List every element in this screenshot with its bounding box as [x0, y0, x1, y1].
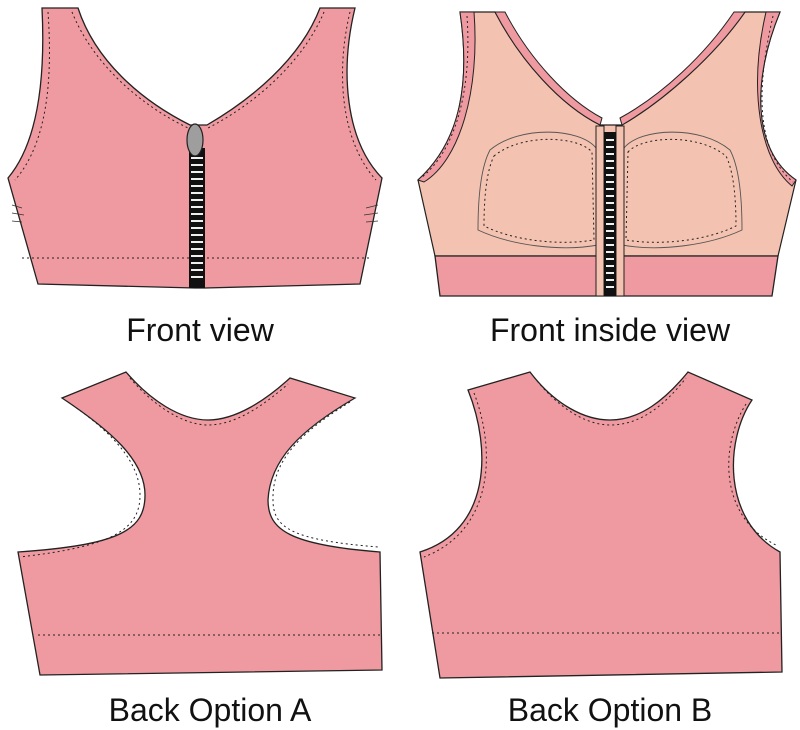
inside-neck-stitch-right	[761, 15, 794, 183]
left-cup-pad	[477, 131, 599, 249]
right-neck-binding	[757, 11, 797, 187]
front-inside-view-caption: Front inside view	[489, 312, 731, 348]
right-cup-stitch	[625, 138, 737, 243]
front-view-caption: Front view	[126, 312, 274, 348]
right-center-facing	[615, 125, 625, 297]
front-neck-stitch-right	[342, 11, 377, 181]
left-cup-stitch	[483, 138, 595, 243]
right-cup-pad	[621, 131, 743, 249]
back-a-neck-stitch	[129, 377, 289, 426]
back-b-left-arm-stitch	[423, 392, 487, 558]
inside-zipper-tape	[604, 132, 616, 296]
back-b-neck-stitch	[533, 376, 687, 426]
back-a-left-arm-stitch	[19, 401, 141, 558]
left-neck-binding	[417, 11, 476, 183]
back-option-b-garment	[419, 371, 783, 679]
front-inside-garment	[417, 11, 797, 297]
back-a-body	[17, 371, 383, 676]
front-zipper-teeth	[191, 157, 203, 278]
inside-neck-stitch-left	[420, 15, 469, 179]
left-center-facing	[595, 125, 605, 297]
back-option-a-garment	[17, 371, 383, 676]
back-a-right-arm-stitch	[272, 401, 379, 548]
right-ruching	[363, 204, 379, 223]
left-inner-binding	[494, 11, 603, 126]
back-b-body	[419, 371, 783, 679]
front-zipper-tape	[189, 148, 205, 288]
inside-zipper-teeth	[606, 139, 614, 288]
left-ruching	[11, 204, 25, 223]
back-option-b-caption: Back Option B	[507, 692, 713, 728]
front-view-garment	[7, 7, 383, 289]
back-option-a-caption: Back Option A	[108, 692, 312, 728]
zipper-pull-icon	[186, 123, 204, 157]
right-inner-binding	[619, 11, 746, 126]
front-neck-stitch-left	[14, 11, 50, 181]
